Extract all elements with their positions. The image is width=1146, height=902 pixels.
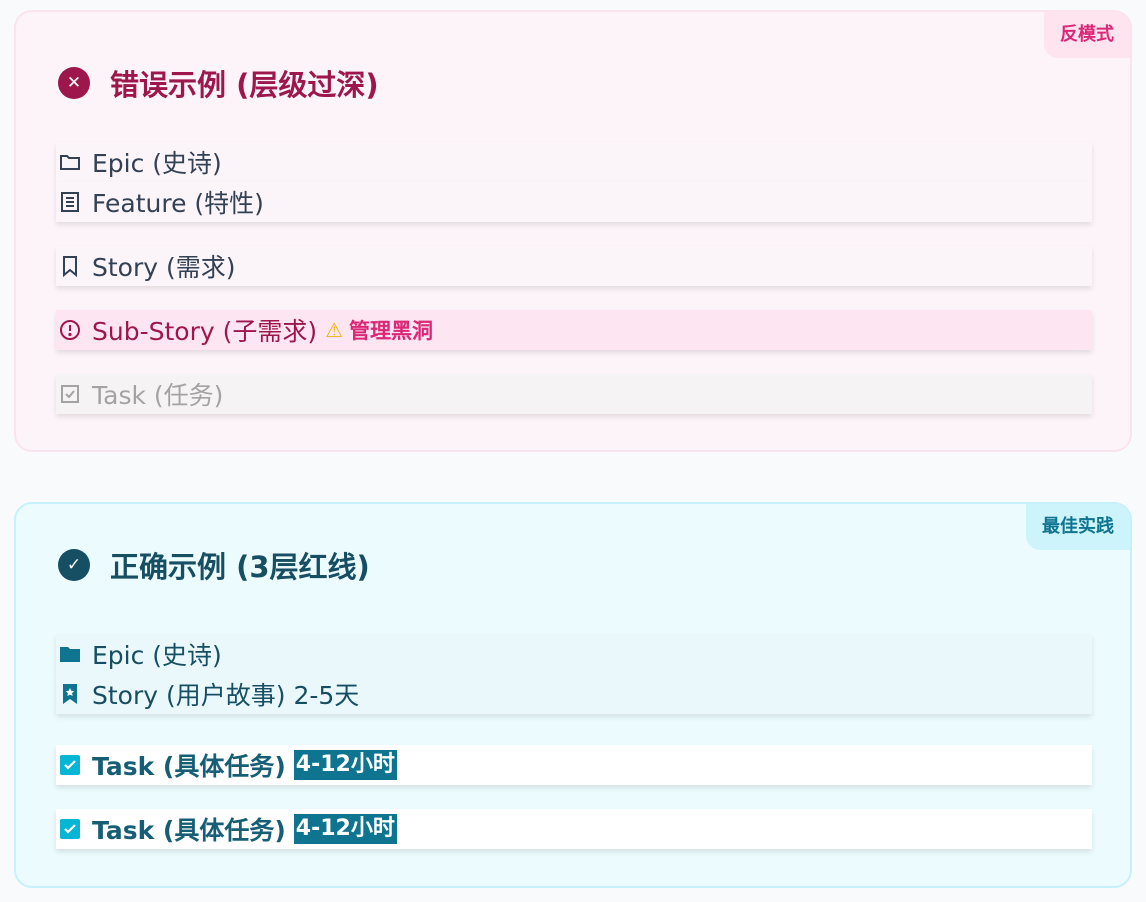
best-practice-title: ✓ 正确示例 (3层红线) bbox=[58, 544, 370, 586]
row-label: Epic (史诗) bbox=[92, 641, 222, 670]
warning-icon: ⚠ bbox=[325, 318, 344, 342]
folder-outline-icon bbox=[58, 150, 82, 174]
row-label: Story (用户故事) 2-5天 bbox=[92, 681, 360, 710]
checkbox-checked-icon bbox=[58, 753, 82, 777]
hierarchy-row-task: Task (具体任务) 4-12小时 bbox=[56, 745, 1092, 785]
warning-note-text: 管理黑洞 bbox=[349, 319, 434, 343]
anti-pattern-title: ✕ 错误示例 (层级过深) bbox=[58, 62, 379, 104]
hierarchy-row-task: Task (具体任务) 4-12小时 bbox=[56, 809, 1092, 849]
hierarchy-row-epic: Epic (史诗) bbox=[56, 142, 1092, 182]
row-label: Task (具体任务) bbox=[92, 816, 286, 845]
hierarchy-row-story: Story (用户故事) 2-5天 bbox=[56, 674, 1092, 714]
check-circle-icon: ✓ bbox=[58, 549, 90, 581]
row-label: Task (任务) bbox=[92, 381, 224, 410]
error-circle-icon: ✕ bbox=[58, 67, 90, 99]
hierarchy-row-feature: Feature (特性) bbox=[56, 182, 1092, 222]
checkbox-icon bbox=[58, 382, 82, 406]
anti-pattern-card: 反模式 ✕ 错误示例 (层级过深) Epic (史诗) Feature (特性)… bbox=[14, 10, 1132, 452]
folder-filled-icon bbox=[58, 642, 82, 666]
best-practice-title-text: 正确示例 (3层红线) bbox=[110, 550, 370, 584]
row-label: Epic (史诗) bbox=[92, 149, 222, 178]
checkbox-checked-icon bbox=[58, 817, 82, 841]
document-icon bbox=[58, 190, 82, 214]
duration-badge: 4-12小时 bbox=[293, 814, 397, 844]
row-label: Task (具体任务) bbox=[92, 752, 286, 781]
alert-circle-icon bbox=[58, 318, 82, 342]
anti-pattern-title-text: 错误示例 (层级过深) bbox=[110, 68, 379, 102]
best-practice-card: 最佳实践 ✓ 正确示例 (3层红线) Epic (史诗) Story (用户故事… bbox=[14, 502, 1132, 888]
hierarchy-row-epic: Epic (史诗) bbox=[56, 634, 1092, 674]
hierarchy-row-task: Task (任务) bbox=[56, 374, 1092, 414]
row-label: Story (需求) bbox=[92, 253, 236, 282]
warning-note: ⚠ 管理黑洞 bbox=[325, 315, 433, 345]
hierarchy-row-story: Story (需求) bbox=[56, 246, 1092, 286]
hierarchy-row-sub-story: Sub-Story (子需求) ⚠ 管理黑洞 bbox=[56, 310, 1092, 350]
row-label: Sub-Story (子需求) bbox=[92, 317, 318, 346]
bookmark-outline-icon bbox=[58, 254, 82, 278]
anti-pattern-tag: 反模式 bbox=[1044, 12, 1130, 58]
row-label: Feature (特性) bbox=[92, 189, 264, 218]
bookmark-star-icon bbox=[58, 682, 82, 706]
best-practice-tag: 最佳实践 bbox=[1026, 504, 1130, 550]
duration-badge: 4-12小时 bbox=[293, 750, 397, 780]
